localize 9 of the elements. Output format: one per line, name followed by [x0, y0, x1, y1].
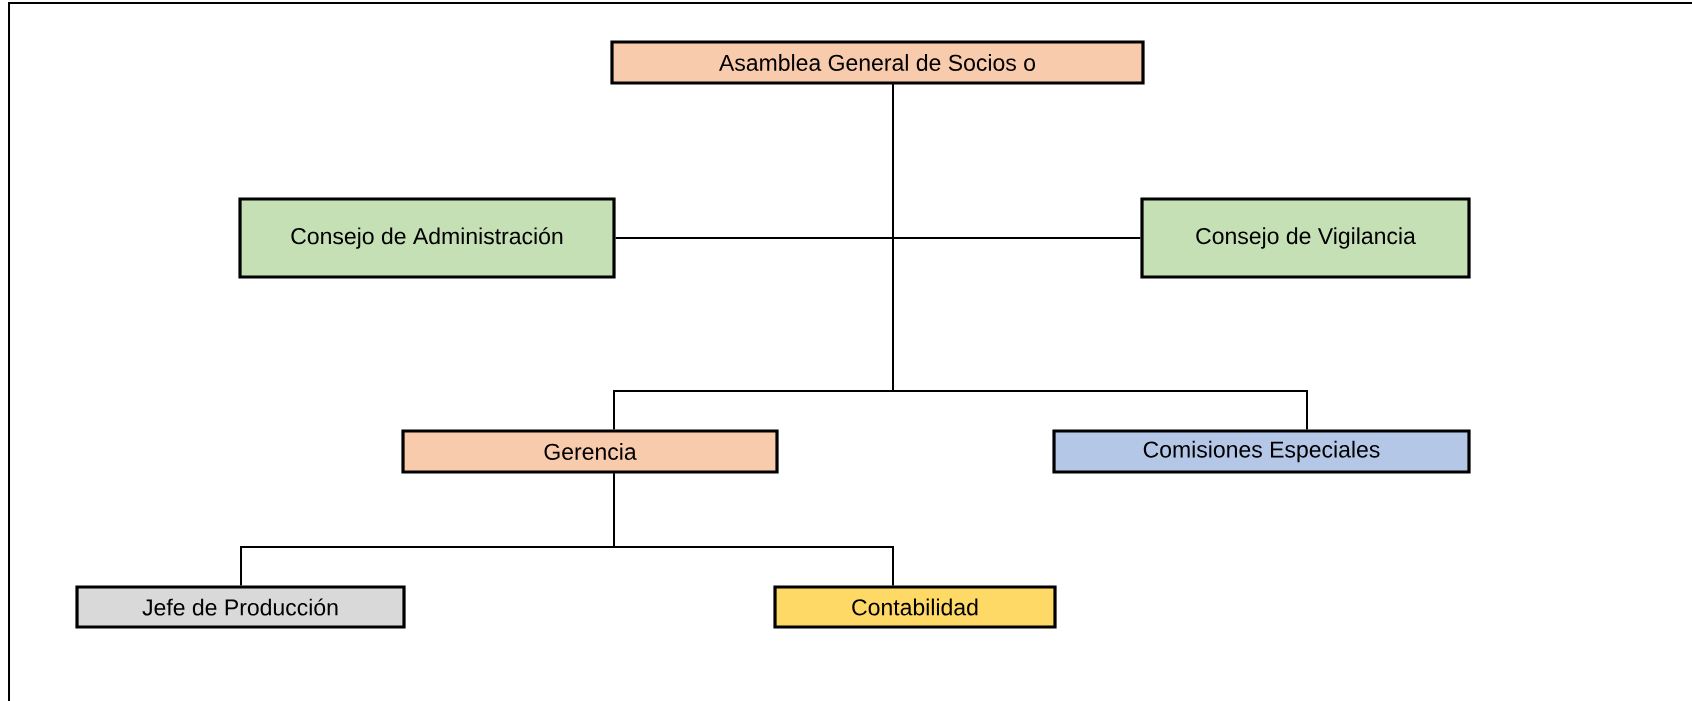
- org-box: Comisiones Especiales: [1052, 429, 1471, 474]
- org-box: Gerencia: [401, 429, 779, 474]
- org-box: Consejo de Administración: [238, 197, 616, 279]
- connector-line: [613, 472, 894, 587]
- org-box: Jefe de Producción: [75, 585, 406, 629]
- org-box: Contabilidad: [773, 585, 1057, 629]
- connector-line: [892, 83, 1308, 431]
- org-box: Consejo de Vigilancia: [1140, 197, 1471, 279]
- org-box: Asamblea General de Socios o: [610, 40, 1145, 85]
